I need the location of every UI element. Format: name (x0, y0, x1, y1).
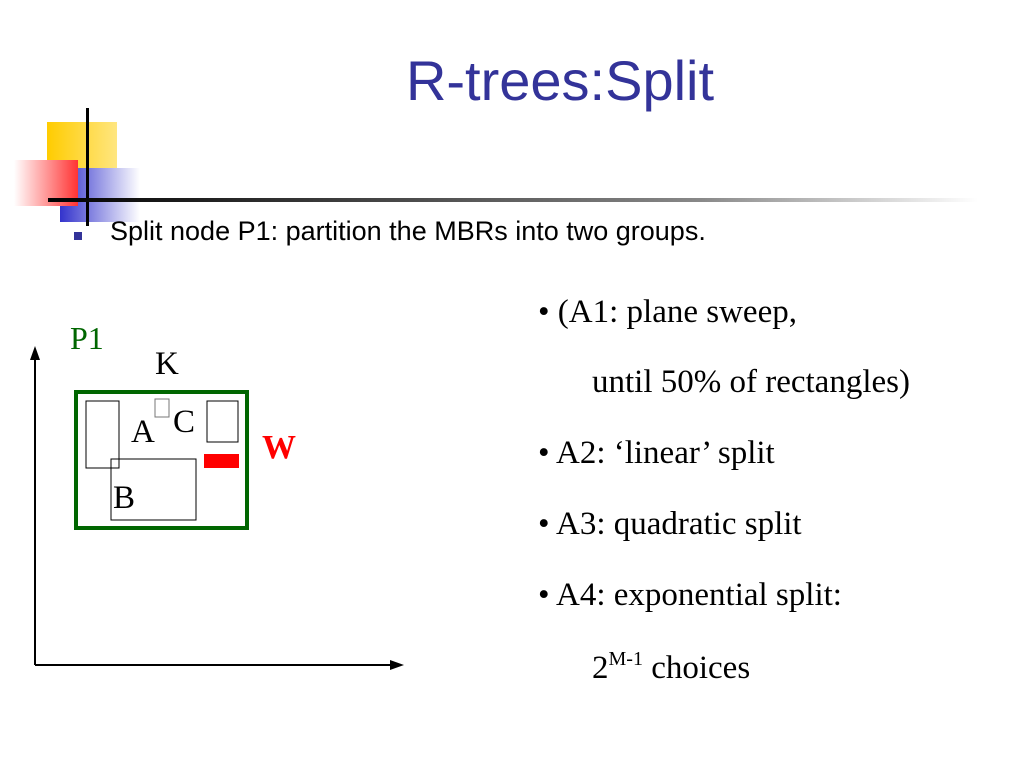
label-w: W (262, 429, 296, 466)
node-label-p1: P1 (70, 320, 104, 356)
corner-decoration (14, 108, 978, 226)
node-p1-rect (74, 390, 249, 530)
label-a: A (131, 414, 155, 450)
method-a1-line2: until 50% of rectangles) (592, 364, 910, 400)
method-a2: • A2: ‘linear’ split (538, 435, 775, 471)
method-a3: • A3: quadratic split (538, 506, 802, 542)
rect-k (154, 398, 170, 418)
deco-horizontal-line (48, 198, 978, 202)
rect-c (206, 400, 239, 443)
label-c: C (173, 404, 196, 440)
x-axis-arrow (390, 660, 404, 670)
rect-w (204, 454, 239, 468)
choices-base: 2 (592, 650, 609, 686)
method-a4: • A4: exponential split: (538, 577, 842, 613)
split-diagram (30, 346, 404, 670)
choices-word: choices (642, 650, 751, 686)
label-k: K (155, 346, 179, 382)
y-axis-arrow (30, 346, 40, 360)
deco-vertical-line (86, 108, 89, 226)
label-b: B (113, 480, 136, 516)
method-a1-line1: • (A1: plane sweep, (538, 294, 797, 330)
bullet-square-icon (74, 232, 82, 240)
slide-title: R-trees:Split (405, 49, 715, 112)
rect-a (85, 400, 120, 469)
main-bullet-text: Split node P1: partition the MBRs into t… (110, 216, 706, 246)
method-a4-choices: 2M-1 choices (592, 648, 751, 687)
rect-b (110, 458, 197, 521)
choices-exponent: M-1 (608, 648, 643, 670)
